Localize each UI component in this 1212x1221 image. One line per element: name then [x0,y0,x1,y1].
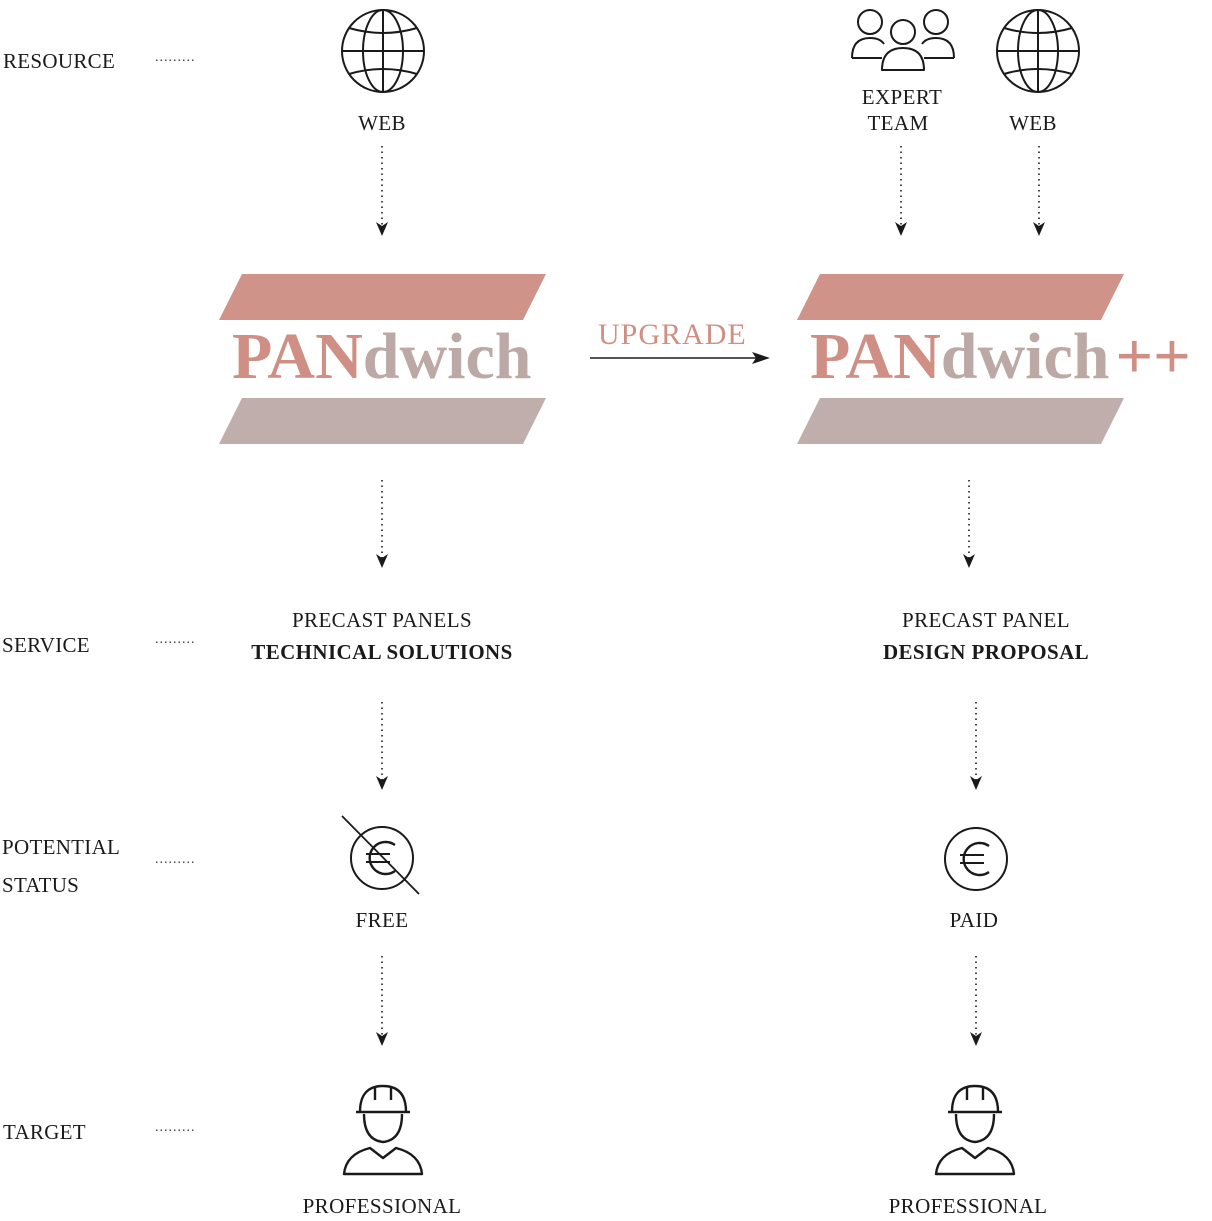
row-label-resource: RESOURCE [3,49,116,73]
logo-part-dwich: dwich [362,320,532,393]
right-team-line2: TEAM [867,111,929,135]
team-icon [851,9,955,71]
row-dots-resource: ......... [155,50,196,65]
upgrade-label: UPGRADE [598,318,747,351]
left-resource-label: WEB [358,111,406,135]
globe-icon [341,9,425,93]
right-web-label: WEB [1009,111,1057,135]
row-dots-target: ......... [155,1120,196,1135]
right-service-line2: DESIGN PROPOSAL [826,639,1146,665]
right-target-label: PROFESSIONAL [888,1194,1048,1218]
right-team-line1: EXPERT [861,85,943,109]
row-label-target: TARGET [3,1120,86,1144]
row-label-potential: POTENTIAL [2,835,121,859]
logo-part-pan: PAN [810,320,941,393]
left-target-label: PROFESSIONAL [302,1194,462,1218]
crossed-euro-icon [341,815,420,895]
euro-icon [944,827,1008,891]
logo-bands [797,274,1124,444]
pandwich-plus-logo: PANdwich++ [796,272,1210,446]
left-service-bold: TECHNICAL SOLUTIONS [251,640,513,664]
left-status-label: FREE [355,908,409,932]
row-label-status: STATUS [2,873,80,897]
right-service-line1: PRECAST PANEL [901,608,1070,632]
pandwich-plus-wordmark: PANdwich++ [810,324,1191,390]
pandwich-logo: PANdwich [218,272,548,446]
right-status-label: PAID [949,908,999,932]
logo-part-dwich: dwich [940,320,1110,393]
row-dots-status: ......... [155,852,196,867]
left-service-line1: PRECAST PANELS [291,608,473,632]
row-label-service: SERVICE [2,633,90,657]
hardhat-worker-icon [342,1084,424,1176]
right-service-bold: DESIGN PROPOSAL [882,640,1090,664]
hardhat-worker-icon [934,1084,1016,1176]
globe-icon [996,9,1080,93]
pandwich-wordmark: PANdwich [232,324,531,390]
logo-part-pan: PAN [232,320,363,393]
left-service-line2: TECHNICAL SOLUTIONS [222,639,542,665]
row-dots-service: ......... [155,632,196,647]
logo-bands [219,274,546,444]
logo-part-plusplus: ++ [1115,320,1191,393]
